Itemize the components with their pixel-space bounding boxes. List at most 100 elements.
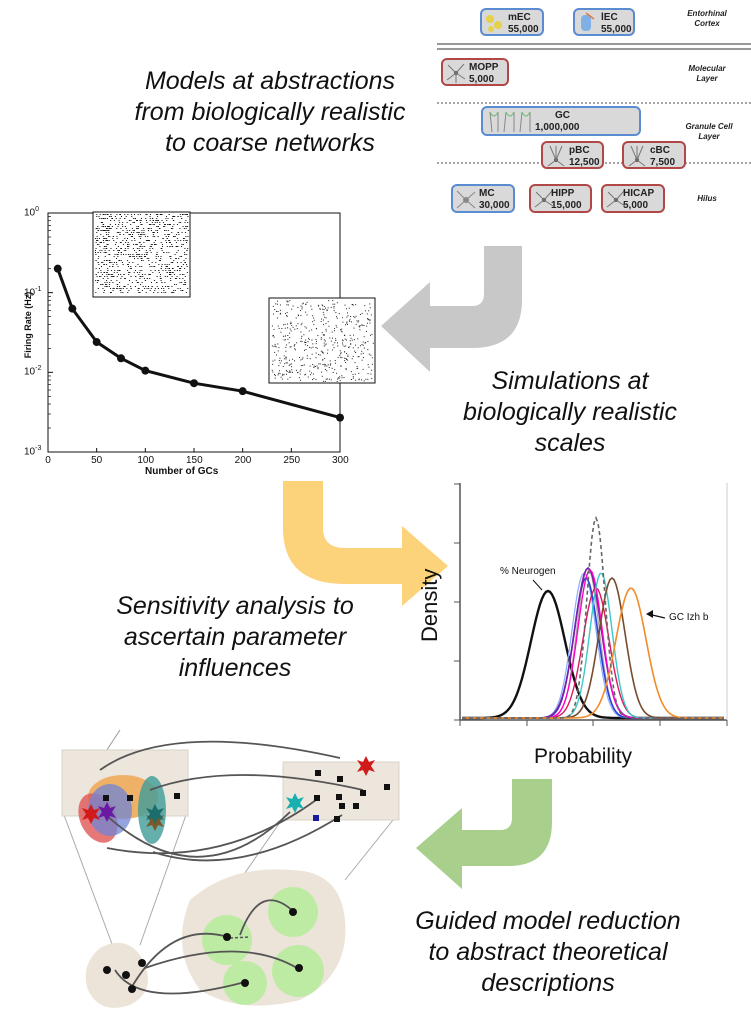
interneuron-icon [628, 145, 646, 167]
cell-box-cbc: cBC 7,500 [622, 141, 686, 169]
data-point [190, 379, 198, 388]
cell-box-hicap: HICAP 5,000 [601, 184, 665, 213]
firing-rate-line [56, 268, 341, 420]
cell-name: HICAP [623, 188, 655, 199]
network-node-square [174, 793, 180, 799]
cell-count: 55,000 [601, 24, 632, 35]
x-tick-label: 100 [137, 455, 155, 466]
network-panel-left [61, 749, 189, 817]
network-panel-right [282, 761, 400, 821]
network-node-round [223, 933, 231, 941]
y-tick-label: 10-3 [24, 445, 42, 458]
cell-box-mc: MC 30,000 [451, 184, 515, 213]
star-node-purple [98, 802, 116, 822]
network-node-square [315, 770, 321, 776]
interneuron-icon [534, 190, 554, 208]
x-tick-label: 0 [45, 455, 51, 466]
cell-box-mec: mEC 55,000 [480, 8, 544, 36]
network-node-round [128, 985, 136, 993]
cell-count: 7,500 [650, 157, 676, 168]
data-point [53, 264, 62, 273]
cell-box-pbc: pBC 12,500 [541, 141, 604, 169]
density-curve [462, 572, 724, 719]
cell-name: MOPP [469, 62, 499, 73]
density-curve [462, 587, 724, 719]
density-curve [462, 587, 724, 719]
cell-name: MC [479, 188, 495, 199]
x-tick-label: 150 [186, 455, 203, 466]
projection-line [63, 729, 121, 816]
data-point [68, 304, 77, 313]
cell-box-hipp: HIPP 15,000 [529, 184, 592, 213]
network-node-round [241, 979, 249, 987]
interneuron-icon [547, 145, 565, 167]
cell-count: 5,000 [623, 200, 649, 211]
network-node-round [295, 964, 303, 972]
pyramidal-cell-icon [581, 12, 595, 31]
cluster-green [268, 887, 318, 937]
data-point [141, 366, 150, 375]
annotation-neurogen: % Neurogen [500, 566, 556, 577]
cell-name: cBC [650, 145, 671, 156]
mossy-cell-icon [456, 190, 476, 209]
star-node-red-right [357, 756, 375, 776]
x-tick-label: 50 [91, 455, 103, 466]
data-point [92, 338, 101, 347]
network-node-square [313, 815, 319, 821]
cluster-green [272, 945, 324, 997]
assembly-teal [138, 776, 166, 844]
cell-name: HIPP [551, 188, 575, 199]
cluster-green [223, 961, 267, 1005]
x-axis-label: Number of GCs [145, 466, 219, 477]
density-curve [462, 576, 724, 719]
network-node-round [138, 959, 146, 967]
density-y-label: Density [417, 568, 442, 642]
data-point [336, 413, 344, 422]
cell-count: 5,000 [469, 74, 495, 85]
star-node-teal-right [286, 793, 304, 813]
assembly-blue [88, 784, 132, 836]
network-node-square [334, 816, 340, 822]
interneuron-icon [606, 190, 626, 208]
network-node-round [122, 971, 130, 979]
network-node-square [337, 776, 343, 782]
cell-name: mEC [508, 12, 531, 23]
raster-inset-large [268, 297, 376, 384]
region-label-hilus: Hilus [697, 194, 717, 203]
cell-box-mopp: MOPP 5,000 [441, 58, 509, 86]
stellate-cell-icon [486, 15, 502, 32]
annotation-pointer-neurogen [532, 579, 543, 591]
chart-frame [47, 212, 341, 453]
assembly-red [78, 793, 118, 843]
density-curve [462, 589, 724, 720]
density-curve [462, 569, 724, 719]
network-node-round [103, 966, 111, 974]
density-curve [462, 566, 724, 719]
gray-flow-arrow [381, 246, 522, 372]
density-curve [462, 572, 724, 719]
cell-count: 15,000 [551, 200, 582, 211]
cell-count: 30,000 [479, 200, 510, 211]
green-flow-arrow [416, 779, 552, 889]
cell-count: 1,000,000 [535, 122, 580, 133]
network-node-square [313, 815, 319, 821]
density-x-label: Probability [534, 745, 633, 768]
data-point [238, 387, 247, 396]
network-node-square [339, 803, 345, 809]
network-node-square [384, 784, 390, 790]
cell-name: lEC [601, 12, 618, 23]
abstract-region-blob-right [182, 869, 346, 1006]
cell-count: 12,500 [569, 157, 600, 168]
density-curve [462, 567, 724, 719]
x-tick-label: 250 [283, 455, 301, 466]
network-node-round [289, 908, 297, 916]
star-node-red [82, 804, 100, 824]
interneuron-icon [446, 63, 466, 83]
cell-count: 55,000 [508, 24, 539, 35]
